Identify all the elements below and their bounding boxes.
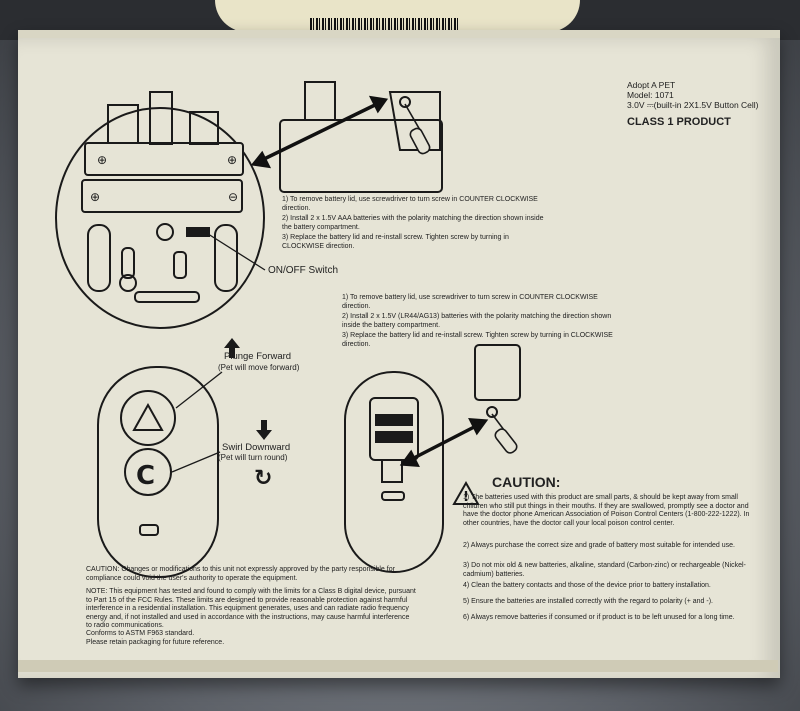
caution-item-2: 2) Always purchase the correct size and … [463,542,735,549]
caution-item-6: 6) Always remove batteries if consumed o… [463,614,735,621]
caution-item-3: 3) Do not mix old & new batteries, alkal… [463,562,746,578]
caution-title: CAUTION: [492,474,561,490]
plunge-button [120,390,176,446]
lid-instruction-1: 1) To remove battery lid, use screwdrive… [282,196,538,212]
battery-bottom [81,179,243,213]
arrow-to-remote-lid [409,423,479,462]
lid-instruction-2: 2) Install 2 x 1.5V AAA batteries with t… [282,215,544,231]
svg-text:⊕: ⊕ [90,190,100,204]
swirl-downward-title: Swirl Downward [222,442,291,453]
remote-instruction-3: 3) Replace the battery lid and re-instal… [342,332,613,348]
remote-outline [97,366,219,578]
svg-text:⊖: ⊖ [228,190,238,204]
screwdriver-2 [494,428,518,454]
battery-lid [279,119,443,193]
remote-back-outline [344,371,444,573]
product-name: Adopt A PET [627,80,676,90]
svg-text:↻: ↻ [254,466,272,491]
svg-text:⊕: ⊕ [227,153,237,167]
box-bottom-edge [18,660,778,672]
fcc-note: NOTE: This equipment has tested and foun… [86,588,416,629]
on-off-switch [186,227,210,237]
caution-item-5: 5) Ensure the batteries are installed co… [463,598,713,605]
fcc-caution: CAUTION: Changes or modifications to thi… [86,566,395,582]
product-power: 3.0V ⎓(built-in 2X1.5V Button Cell) [627,100,759,110]
screwdriver [409,127,431,155]
remote-instruction-1: 1) To remove battery lid, use screwdrive… [342,294,598,310]
on-off-switch-label: ON/OFF Switch [268,265,339,276]
remote-instruction-2: 2) Install 2 x 1.5V (LR44/AG13) batterie… [342,313,612,329]
product-model: Model: 1071 [627,90,674,100]
battery-top [84,142,244,176]
caution-item-4: 4) Clean the battery contacts and those … [463,582,711,589]
lid-instruction-3: 3) Replace the battery lid and re-instal… [282,234,509,250]
product-class: CLASS 1 PRODUCT [627,116,731,128]
pet-underside-outline [55,107,265,329]
swirl-downward-sub: (Pet will turn round) [218,453,288,462]
plunge-forward-sub: (Pet will move forward) [218,363,300,372]
plunge-forward-title: Plunge Forward [224,351,292,362]
package-box-side [18,30,780,678]
svg-text:⊕: ⊕ [97,153,107,167]
svg-text:C: C [136,461,155,491]
arrow-to-lid [261,102,378,162]
swirl-button [124,448,172,496]
astm-statement: Conforms to ASTM F963 standard. [86,630,195,637]
barcode [310,18,460,32]
svg-text:!: ! [463,490,469,505]
retain-packaging: Please retain packaging for future refer… [86,639,225,646]
caution-item-1: 1) The batteries used with this product … [463,494,750,527]
